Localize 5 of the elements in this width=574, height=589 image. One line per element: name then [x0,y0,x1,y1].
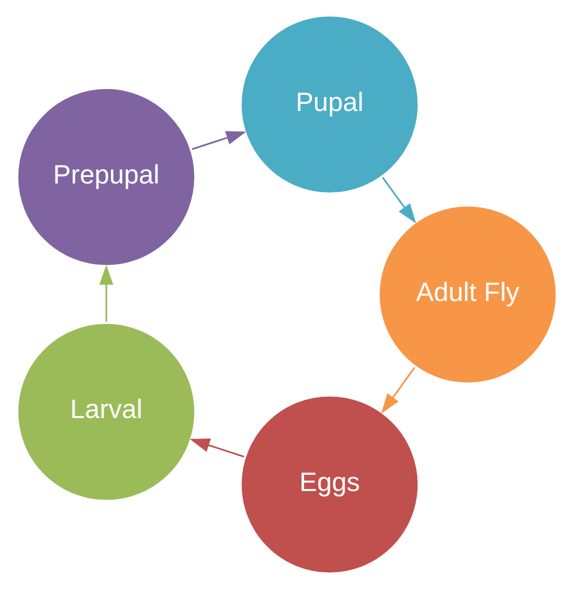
arrow [190,438,244,458]
arrow [381,366,416,414]
arrow [382,176,416,224]
arrow [192,131,246,150]
arrow [99,264,114,322]
